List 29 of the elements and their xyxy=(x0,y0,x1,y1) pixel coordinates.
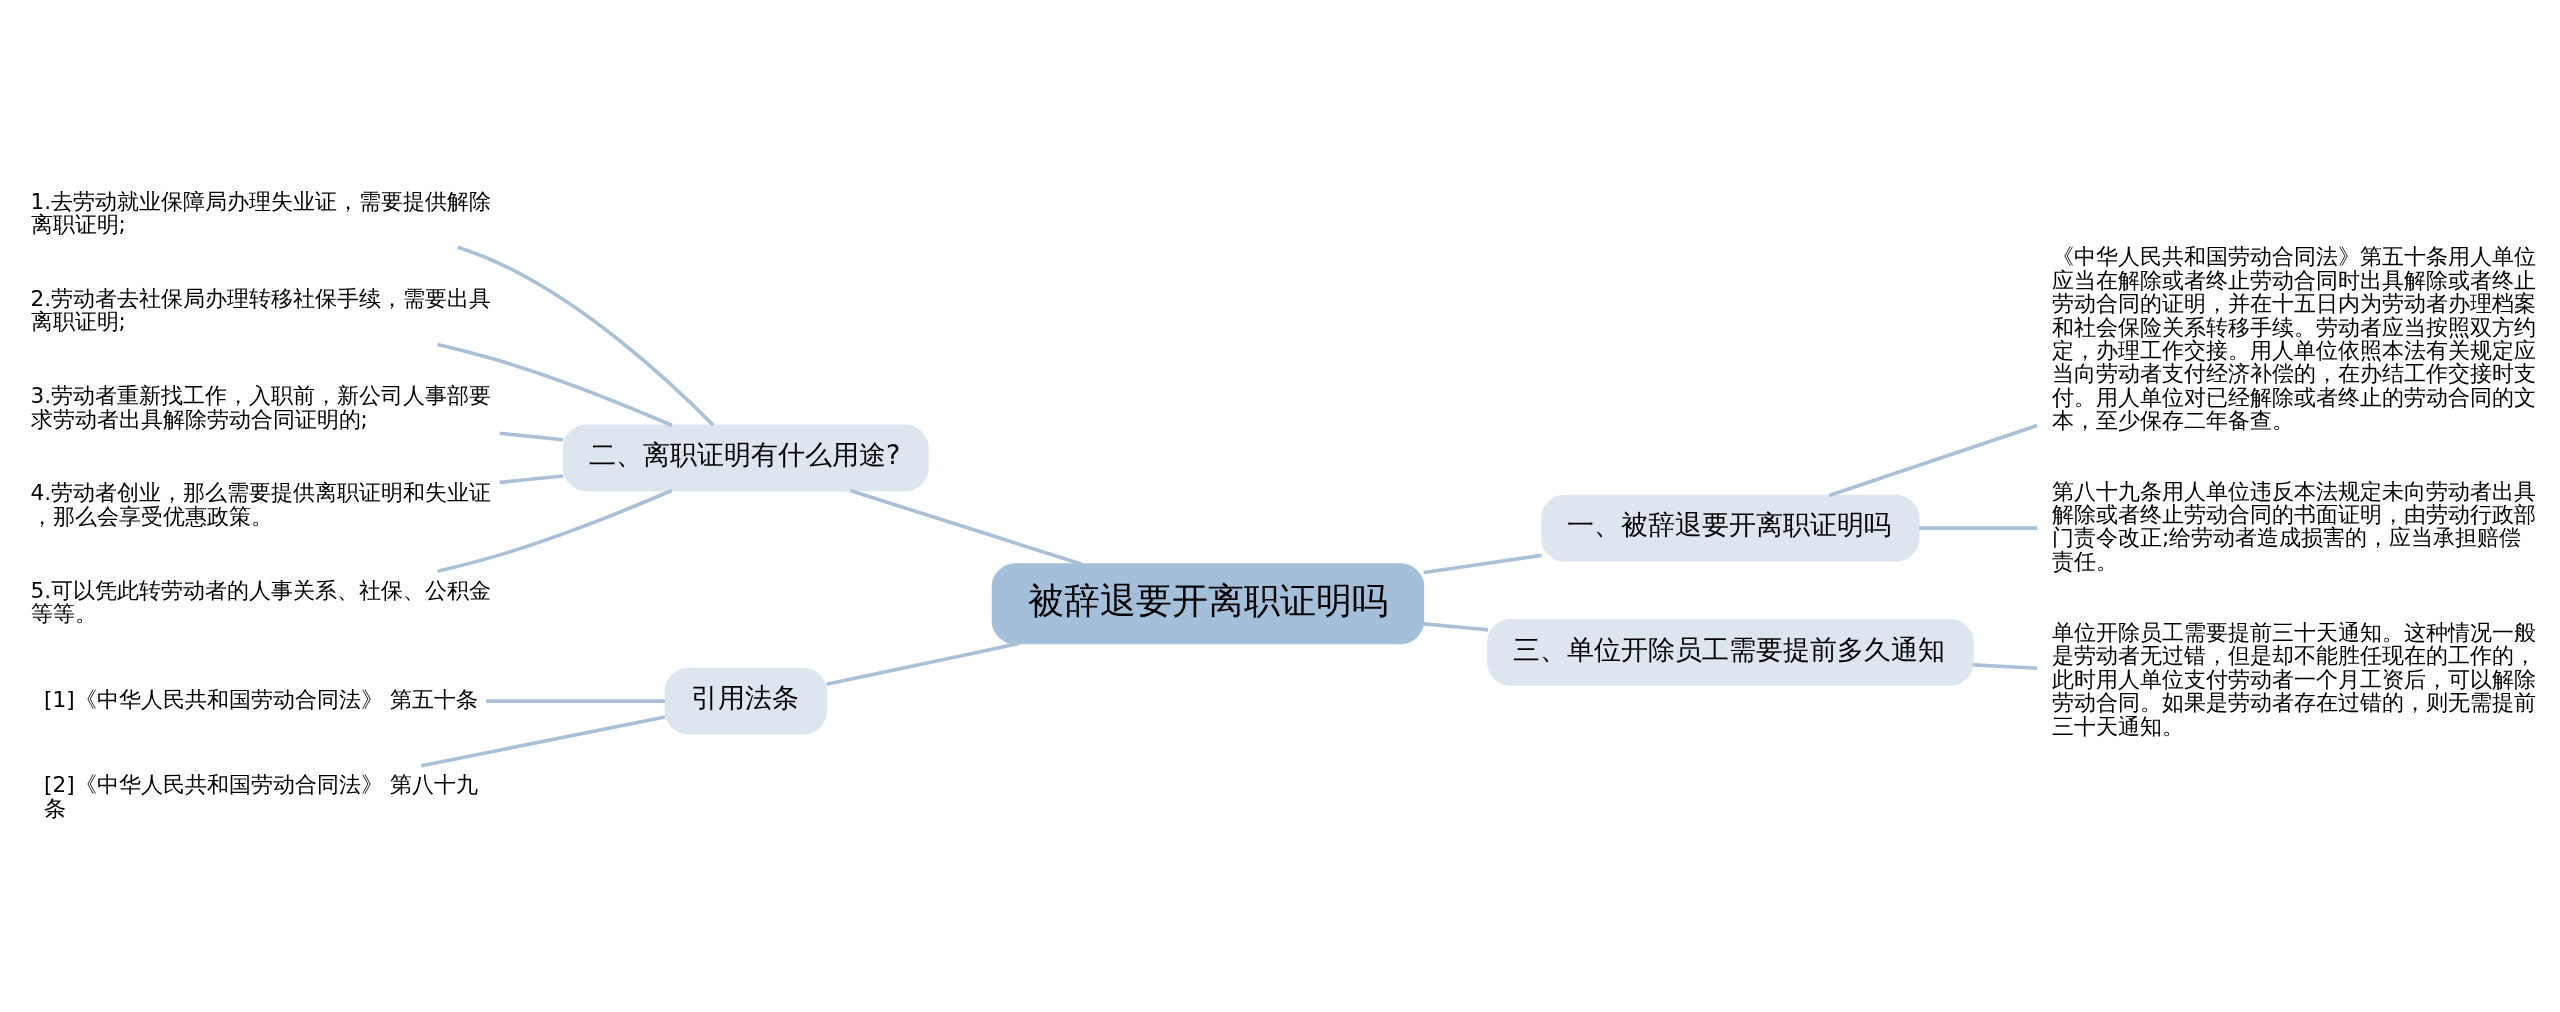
connector xyxy=(437,342,673,427)
connector xyxy=(421,714,666,768)
node-text: 《中华人民共和国劳动合同法》第五十条用人单位应当在解除或者终止劳动合同时出具解除或者终止劳动合同的证明，并在十五日内为劳动者办理档案和社会保险关系转移手续。劳动者应当按照双方约定，办理工作交接。用人单位依照本法有关规定应当向劳动者支付经济补偿的，在办结工作交接时支付。用人单位对已经解除或者终止的劳动合同的文本，至少保存二年备查。 xyxy=(2052,243,2536,433)
node-text: [2]《中华人民共和国劳动合同法》 第八十九条 xyxy=(44,771,478,821)
node-text: 4.劳动者创业，那么需要提供离职证明和失业证，那么会享受优惠政策。 xyxy=(30,479,492,529)
connector xyxy=(499,431,564,441)
connector xyxy=(499,473,564,484)
node-text: 第八十九条用人单位违反本法规定未向劳动者出具解除或者终止劳动合同的书面证明，由劳动行政部门责令改正;给劳动者造成损害的，应当承担赔偿责任。 xyxy=(2052,478,2536,574)
connector xyxy=(1423,621,1489,632)
connector xyxy=(1828,423,2038,497)
connector xyxy=(1919,525,2038,530)
node-text: [1]《中华人民共和国劳动合同法》 第五十条 xyxy=(44,686,478,712)
node-box: 引用法条 xyxy=(664,667,827,734)
connector xyxy=(1973,662,2038,670)
node-text: 5.可以凭此转劳动者的人事关系、社保、公积金等等。 xyxy=(30,577,492,626)
node-box: 三、单位开除员工需要提前多久通知 xyxy=(1487,618,1974,686)
connector xyxy=(437,488,673,573)
node-box: 一、被辞退要开离职证明吗 xyxy=(1541,494,1920,561)
node-box: 二、离职证明有什么用途? xyxy=(562,424,929,491)
connector xyxy=(849,488,1082,566)
node-box: 被辞退要开离职证明吗 xyxy=(991,562,1425,644)
connector xyxy=(457,245,715,427)
connector xyxy=(1423,553,1542,574)
node-text: 1.去劳动就业保障局办理失业证，需要提供解除离职证明; xyxy=(30,188,492,237)
node-text: 单位开除员工需要提前三十天通知。这种情况一般是劳动者无过错，但是却不能胜任现在的工作的，此时用人单位支付劳动者一个月工资后，可以解除劳动合同。如果是劳动者存在过错的，则无需提前三十天通知。 xyxy=(2052,619,2536,739)
connector xyxy=(826,641,1020,686)
node-text: 2.劳动者去社保局办理转移社保手续，需要出具离职证明; xyxy=(30,285,492,334)
node-text: 3.劳动者重新找工作，入职前，新公司人事部要求劳动者出具解除劳动合同证明的; xyxy=(30,382,492,432)
connector xyxy=(486,698,666,703)
